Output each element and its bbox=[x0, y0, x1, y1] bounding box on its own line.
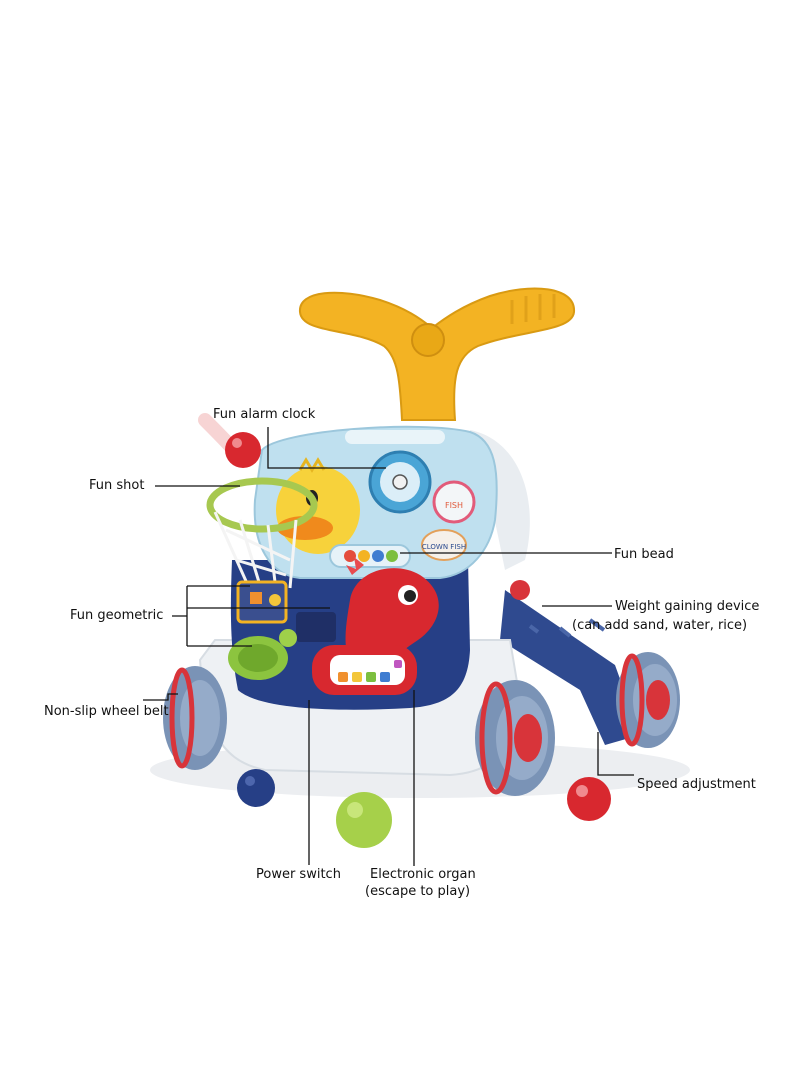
leader-lines bbox=[143, 427, 634, 866]
walker-handle bbox=[298, 287, 576, 421]
label-speed-adjustment: Speed adjustment bbox=[637, 777, 756, 792]
fun-shot-hoop bbox=[206, 477, 318, 593]
label-non-slip-wheel-belt: Non-slip wheel belt bbox=[44, 704, 169, 719]
label-fun-geometric: Fun geometric bbox=[70, 608, 164, 623]
fun-bead-toy bbox=[329, 544, 411, 568]
label-weight-gaining-note: (can add sand, water, rice) bbox=[572, 618, 748, 633]
label-electronic-organ: Electronic organ bbox=[370, 867, 476, 882]
ball-red bbox=[567, 777, 611, 821]
weight-gaining-cap bbox=[510, 580, 530, 600]
geometric-slot bbox=[296, 612, 336, 642]
label-fun-shot: Fun shot bbox=[89, 478, 145, 493]
label-power-switch: Power switch bbox=[256, 867, 341, 882]
panel-handle-slot bbox=[345, 430, 445, 444]
wheel-rear-right bbox=[616, 652, 680, 748]
fun-alarm-clock-toy bbox=[368, 450, 432, 514]
label-fun-alarm-clock: Fun alarm clock bbox=[213, 407, 316, 422]
turtle-toy bbox=[228, 629, 297, 680]
flying-red-ball bbox=[198, 413, 261, 468]
label-electronic-organ-note: (escape to play) bbox=[365, 884, 471, 899]
ball-navy bbox=[237, 769, 275, 807]
ball-green bbox=[336, 792, 392, 848]
electronic-organ-toy bbox=[312, 645, 417, 695]
label-fun-bead: Fun bead bbox=[614, 547, 674, 562]
clown-fish-badge: CLOWN FISH bbox=[421, 529, 467, 561]
label-weight-gaining-device: Weight gaining device bbox=[615, 599, 760, 614]
fun-geometric-cube bbox=[236, 580, 288, 624]
fish-badge: FISH bbox=[432, 480, 476, 524]
fish-badge-text: FISH bbox=[445, 501, 463, 510]
wheel-front-left bbox=[163, 666, 227, 770]
wheel-front-right bbox=[475, 680, 555, 796]
clown-badge-text: CLOWN FISH bbox=[422, 543, 466, 551]
